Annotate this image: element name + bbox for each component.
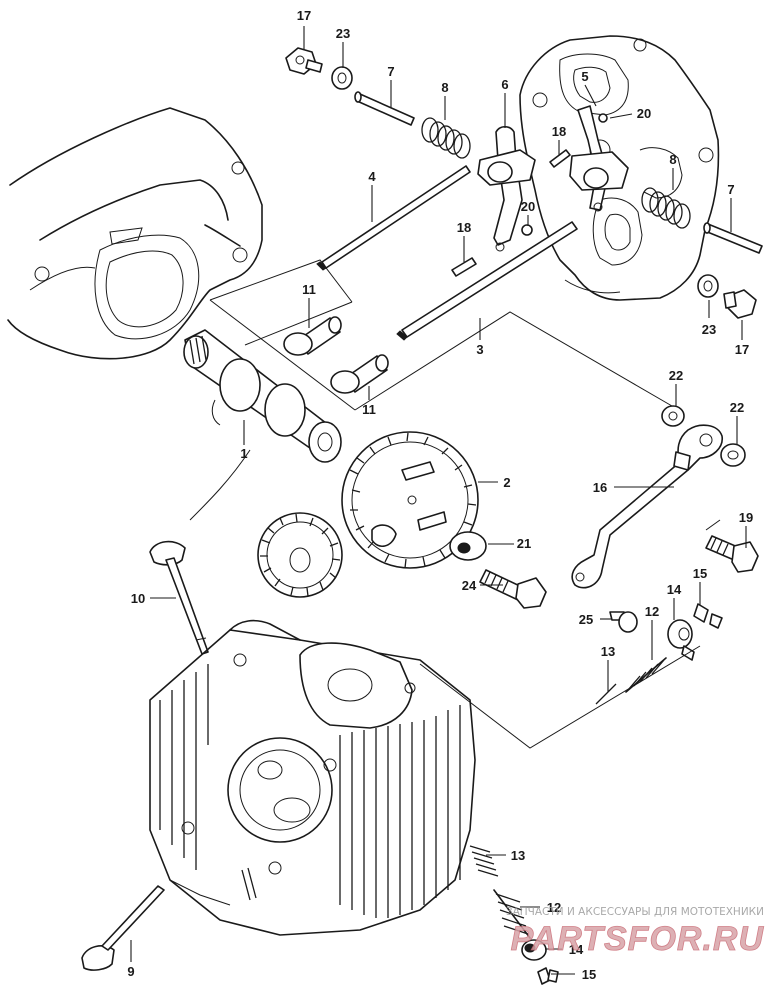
callout-17a: 17 (297, 8, 311, 23)
callout-16: 16 (593, 480, 607, 495)
callout-23a: 23 (336, 26, 350, 41)
callout-leaders (130, 26, 747, 975)
spring-8a (421, 117, 471, 159)
callout-10: 10 (131, 591, 145, 606)
washer-23a (331, 66, 353, 90)
callout-11a: 11 (302, 282, 316, 297)
callout-5: 5 (581, 69, 588, 84)
callout-1: 1 (240, 446, 247, 461)
cam-gear-2 (341, 431, 479, 569)
callout-18a: 18 (552, 124, 566, 139)
bolt-24 (479, 569, 547, 609)
washer-21 (449, 531, 487, 561)
cylinder-head (149, 619, 476, 936)
callout-13b: 13 (511, 848, 525, 863)
washer-23b (697, 274, 719, 298)
callout-18b: 18 (457, 220, 471, 235)
bolt-19 (705, 535, 759, 573)
callout-8a: 8 (441, 80, 448, 95)
push-rod-3 (396, 221, 578, 341)
drive-gear (257, 512, 343, 598)
callout-12a: 12 (645, 604, 659, 619)
callout-2: 2 (503, 475, 510, 490)
seat-14b (521, 939, 547, 961)
spring-8b (641, 187, 691, 229)
callout-labels: 17 23 7 8 6 5 20 18 8 4 20 18 7 11 3 23 … (127, 8, 753, 982)
screw-25 (609, 611, 638, 633)
bolt-17a (285, 47, 323, 75)
callout-20a: 20 (637, 106, 651, 121)
callout-6: 6 (501, 77, 508, 92)
callout-21: 21 (517, 536, 531, 551)
watermark-logo: PARTSFOR.RU (511, 920, 765, 958)
callout-12b: 12 (547, 900, 561, 915)
callout-22a: 22 (669, 368, 683, 383)
watermark: ЗАПЧАСТИ И АКСЕССУАРЫ ДЛЯ МОТОТЕХНИКИ PA… (506, 906, 765, 958)
rocker-arm-5 (569, 105, 629, 212)
callout-7a: 7 (387, 64, 394, 79)
tappet-11a (283, 316, 342, 356)
tappet-11b (330, 354, 389, 394)
clip-15b (537, 967, 559, 985)
callout-17b: 17 (735, 342, 749, 357)
pin-18a (549, 149, 571, 168)
clip-15a (693, 603, 723, 629)
callout-13a: 13 (601, 644, 615, 659)
callout-11b: 11 (362, 402, 376, 417)
assembly-lines (189, 259, 721, 749)
ball-20a (598, 113, 608, 123)
callout-9: 9 (127, 964, 134, 979)
crankcase-housing (7, 107, 263, 360)
spring-12b (493, 889, 531, 939)
lever-16 (571, 424, 723, 589)
pin-18b (451, 257, 477, 277)
push-rod-4 (316, 165, 471, 271)
ball-20b (521, 224, 533, 236)
valve-9 (81, 885, 165, 971)
callout-24: 24 (462, 578, 477, 593)
callout-20b: 20 (521, 199, 535, 214)
washer-22a (661, 405, 685, 427)
callout-4: 4 (368, 169, 376, 184)
callout-7b: 7 (727, 182, 734, 197)
rocker-shaft-7b (703, 222, 763, 254)
callout-15a: 15 (693, 566, 707, 581)
callout-25: 25 (579, 612, 593, 627)
spring-13a (595, 683, 617, 705)
callout-14b: 14 (569, 942, 584, 957)
washer-22b (720, 443, 746, 467)
callout-8b: 8 (669, 152, 676, 167)
spring-13b (469, 845, 499, 877)
callout-15b: 15 (582, 967, 596, 982)
bolt-17b (723, 289, 757, 319)
callout-22b: 22 (730, 400, 744, 415)
callout-23b: 23 (702, 322, 716, 337)
watermark-subtitle: ЗАПЧАСТИ И АКСЕССУАРЫ ДЛЯ МОТОТЕХНИКИ (506, 906, 764, 918)
valve-10 (149, 540, 209, 655)
callout-19: 19 (739, 510, 753, 525)
callout-14a: 14 (667, 582, 682, 597)
rocker-arm-6 (477, 125, 536, 252)
rocker-shaft-7a (354, 91, 415, 126)
callout-3: 3 (476, 342, 483, 357)
seat-14a (667, 619, 695, 661)
camshaft-1 (183, 329, 342, 463)
